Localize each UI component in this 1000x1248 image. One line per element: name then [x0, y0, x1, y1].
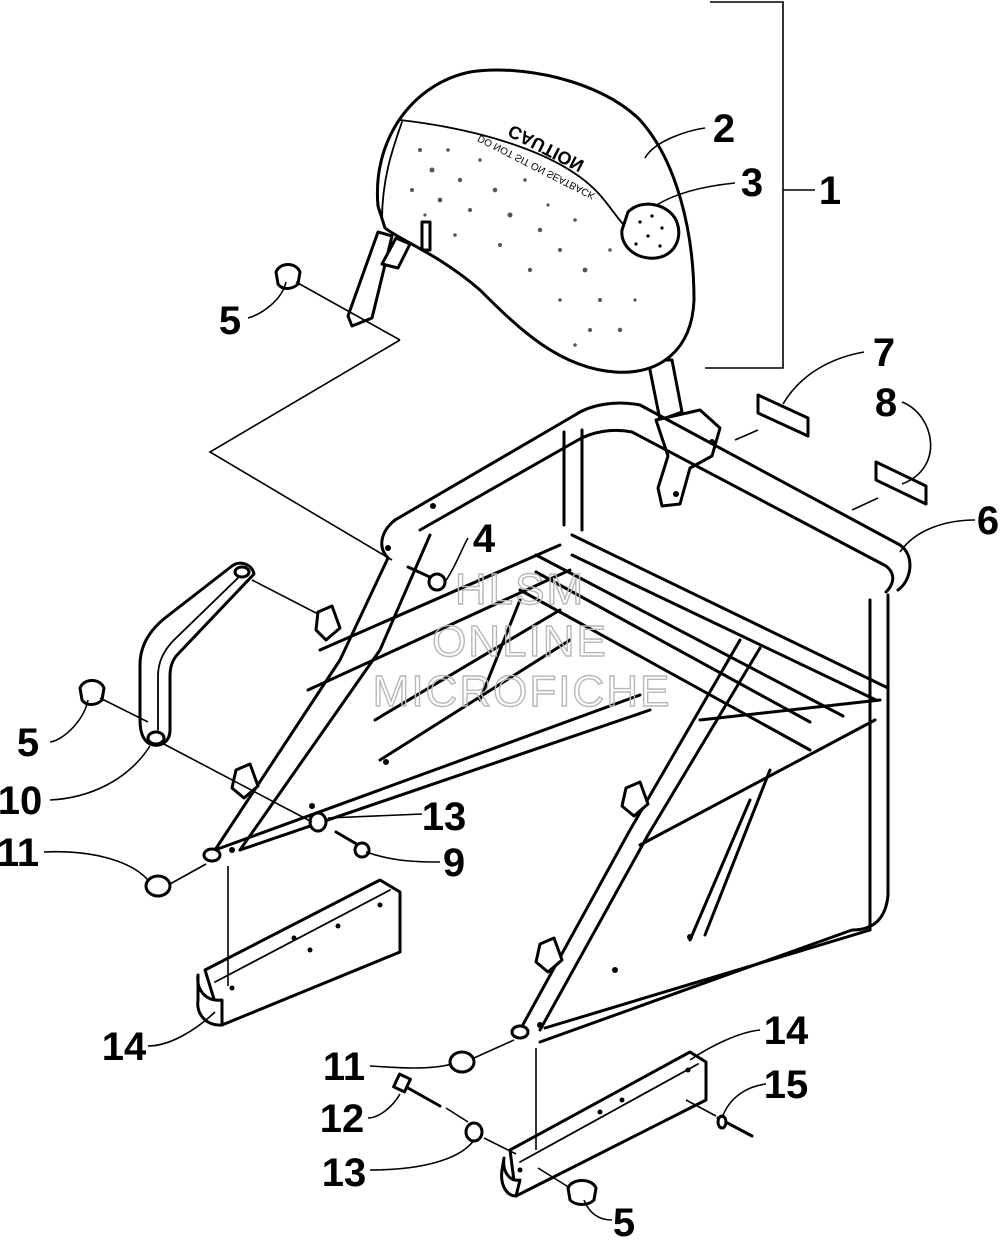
- washer-13-top: [308, 811, 328, 833]
- decal-7: [756, 393, 810, 438]
- callout-labels: 1 2 3 4 5 5 5 6 7 8 9 10 11 11 12 13 13 …: [0, 107, 999, 1245]
- callout-8: 8: [875, 381, 897, 425]
- callout-5-bottom: 5: [613, 1201, 635, 1245]
- callout-10: 10: [0, 779, 42, 823]
- rack-frame: [202, 401, 912, 1044]
- callout-14-left: 14: [102, 1025, 147, 1069]
- callout-7: 7: [873, 331, 895, 375]
- watermark-line-1: HLSM: [455, 565, 585, 614]
- callout-15: 15: [764, 1063, 809, 1107]
- leader-lines: [43, 127, 976, 1221]
- bolt-4: [406, 565, 447, 592]
- decal-3: [620, 202, 681, 260]
- bolt-12: [392, 1072, 442, 1108]
- callout-2: 2: [713, 107, 735, 151]
- plug-11-right: [448, 1050, 476, 1074]
- bolt-9: [334, 830, 371, 859]
- cap-nut-5-left: [78, 679, 106, 706]
- rivet-15: [716, 1114, 754, 1138]
- callout-1: 1: [819, 169, 841, 213]
- callout-6: 6: [977, 499, 999, 543]
- grab-handle: [138, 561, 256, 747]
- watermark-line-3: MICROFICHE: [373, 667, 672, 716]
- callout-14-right: 14: [764, 1009, 809, 1053]
- assembly-bracket-1: [705, 1, 815, 369]
- callout-5-top: 5: [219, 299, 241, 343]
- callout-12: 12: [320, 1097, 365, 1141]
- mount-bracket-14-left: [196, 878, 402, 1027]
- plug-11-left: [144, 874, 172, 898]
- callout-5-left: 5: [17, 721, 39, 765]
- watermark-line-2: ONLINE: [432, 617, 608, 666]
- callout-13-bottom: 13: [322, 1151, 367, 1195]
- callout-11-right: 11: [323, 1045, 365, 1089]
- backrest-mount-bracket: [654, 408, 722, 508]
- cap-nut-5-top: [274, 263, 302, 290]
- watermark: HLSM ONLINE MICROFICHE: [372, 564, 672, 716]
- decal-8: [874, 460, 928, 506]
- callout-11-left: 11: [0, 831, 39, 875]
- cap-nut-5-bottom: [566, 1179, 598, 1206]
- callout-3: 3: [741, 161, 763, 205]
- mount-bracket-14-right: [500, 1050, 708, 1198]
- callout-4: 4: [473, 517, 496, 561]
- callout-13-top: 13: [422, 795, 467, 839]
- backrest-texture: [410, 148, 637, 347]
- backrest-pad: CAUTION DO NOT SIT ON SEATBACK: [346, 68, 696, 422]
- callout-9: 9: [443, 841, 465, 885]
- washer-13-bottom: [464, 1121, 484, 1143]
